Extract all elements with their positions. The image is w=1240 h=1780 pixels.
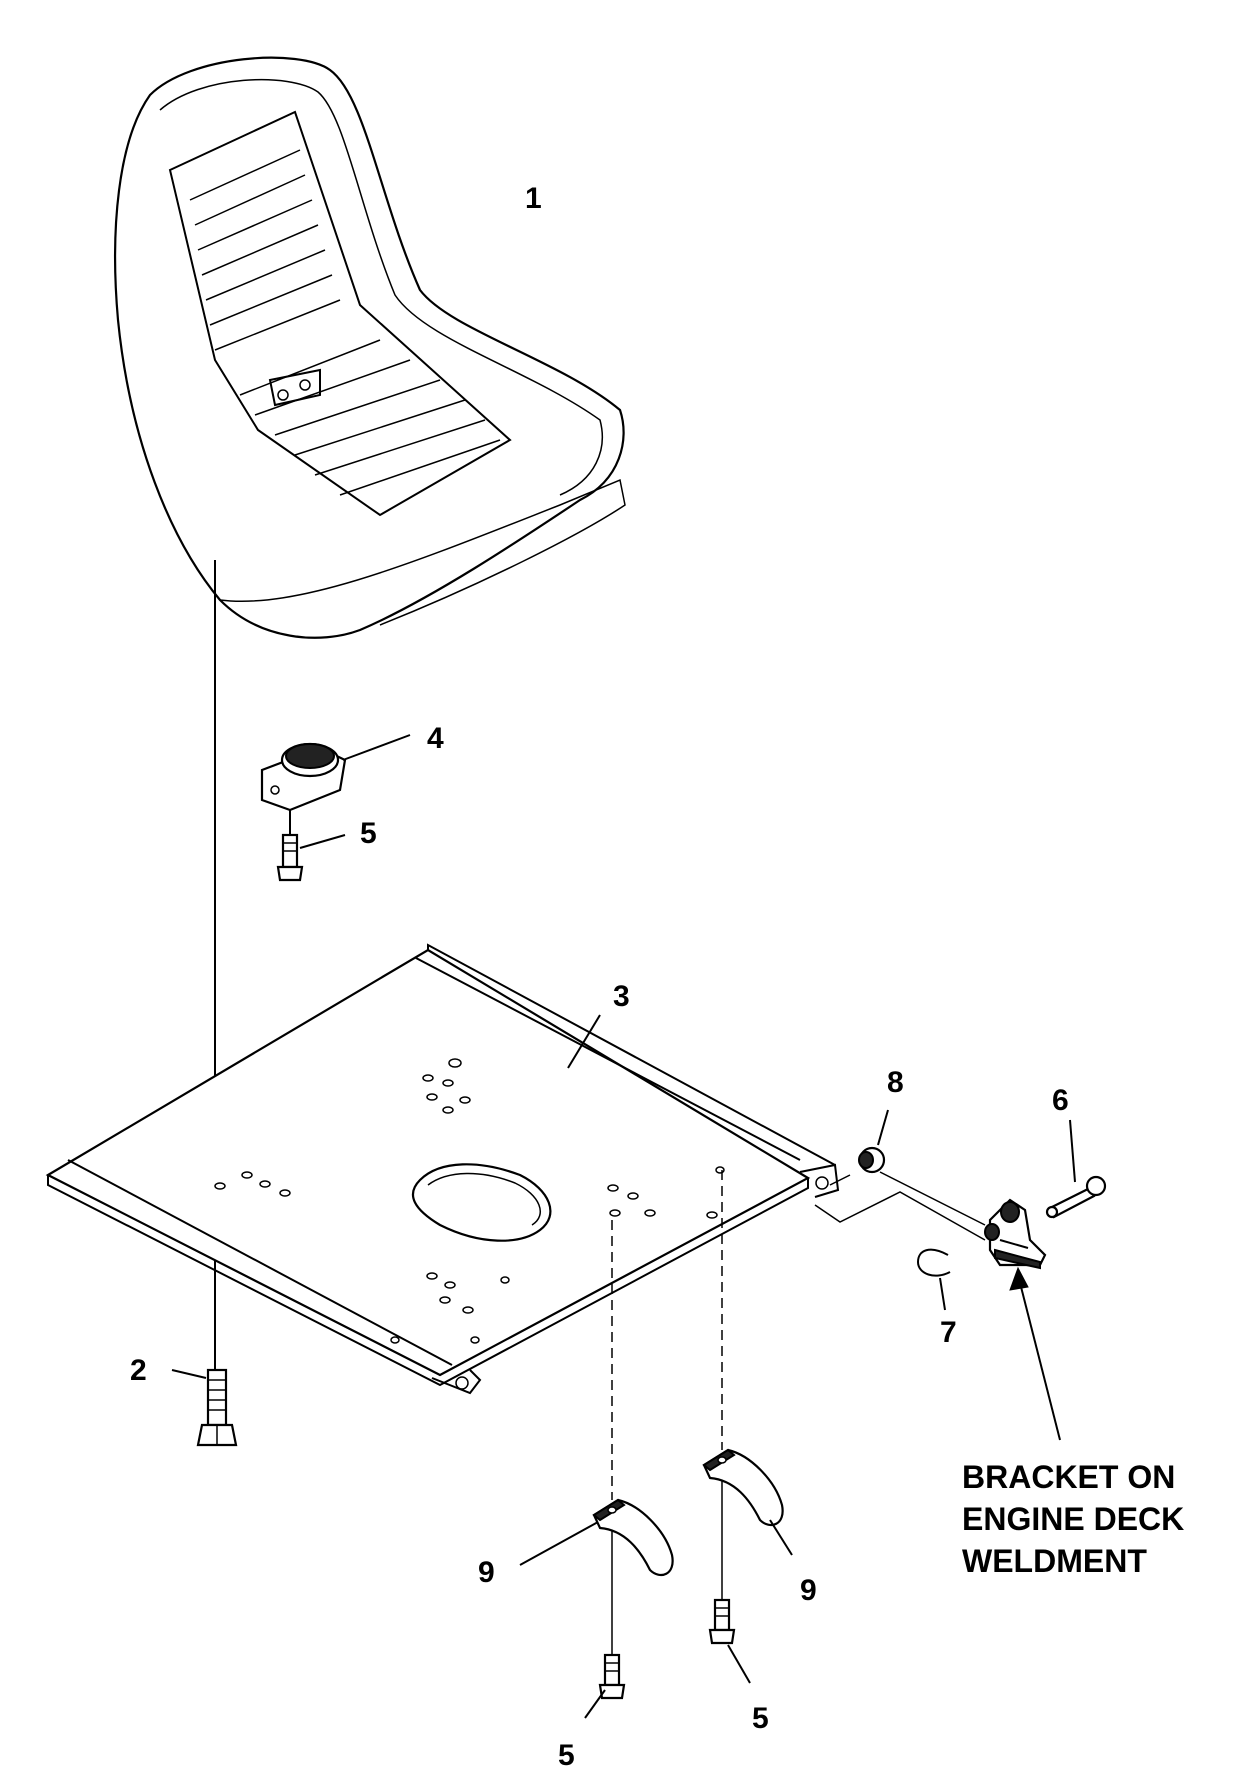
engine-deck-bracket (984, 1198, 1047, 1270)
callout-3: 3 (613, 980, 630, 1013)
seat-ribs (189, 149, 501, 496)
callout-9-right: 9 (800, 1574, 817, 1607)
callout-9-left: 9 (478, 1556, 495, 1589)
note-line-2: ENGINE DECK (962, 1501, 1184, 1537)
callout-2: 2 (130, 1354, 147, 1387)
leader-2 (171, 1369, 207, 1379)
leader-6 (1069, 1119, 1076, 1183)
bolt-2 (196, 1368, 238, 1447)
pin-6 (1045, 1175, 1107, 1219)
retaining-ring-7 (916, 1248, 951, 1277)
clamp-9-right (702, 1448, 784, 1527)
leader-9-left (519, 1521, 599, 1566)
bushing-8 (858, 1146, 886, 1174)
leader-9-right (769, 1519, 793, 1556)
callout-8: 8 (887, 1066, 904, 1099)
bolt-5-right (708, 1598, 736, 1645)
seat-switch (260, 742, 347, 835)
assembly-line-bracket (814, 1191, 986, 1241)
bolt-5-left (598, 1653, 626, 1700)
callout-6: 6 (1052, 1084, 1069, 1117)
leader-bracket (1017, 1274, 1061, 1441)
mounting-holes (214, 1058, 725, 1344)
seat (114, 56, 626, 639)
assembly-line-bracket-top (879, 1171, 986, 1226)
clamp-9-left (592, 1498, 674, 1577)
leader-5-right (727, 1644, 751, 1684)
bracket-note: BRACKET ON ENGINE DECK WELDMENT (962, 1459, 1184, 1579)
callout-5-bottom-left: 5 (558, 1739, 575, 1772)
seat-plate (45, 943, 840, 1395)
callout-4: 4 (427, 722, 444, 755)
leader-5-left (584, 1689, 606, 1719)
note-line-1: BRACKET ON (962, 1459, 1175, 1495)
leader-4 (342, 734, 411, 761)
callout-5-bottom-right: 5 (752, 1702, 769, 1735)
leader-3 (567, 1014, 601, 1069)
callout-5-top: 5 (360, 817, 377, 850)
arrow-head (1009, 1266, 1029, 1291)
callout-7: 7 (940, 1316, 957, 1349)
assembly-line-8 (829, 1174, 851, 1186)
leader-8 (877, 1109, 889, 1146)
bolt-5-top (276, 833, 304, 882)
leader-7 (939, 1277, 946, 1311)
note-line-3: WELDMENT (962, 1543, 1147, 1579)
leader-5-top (299, 834, 346, 849)
callout-1: 1 (525, 182, 542, 215)
